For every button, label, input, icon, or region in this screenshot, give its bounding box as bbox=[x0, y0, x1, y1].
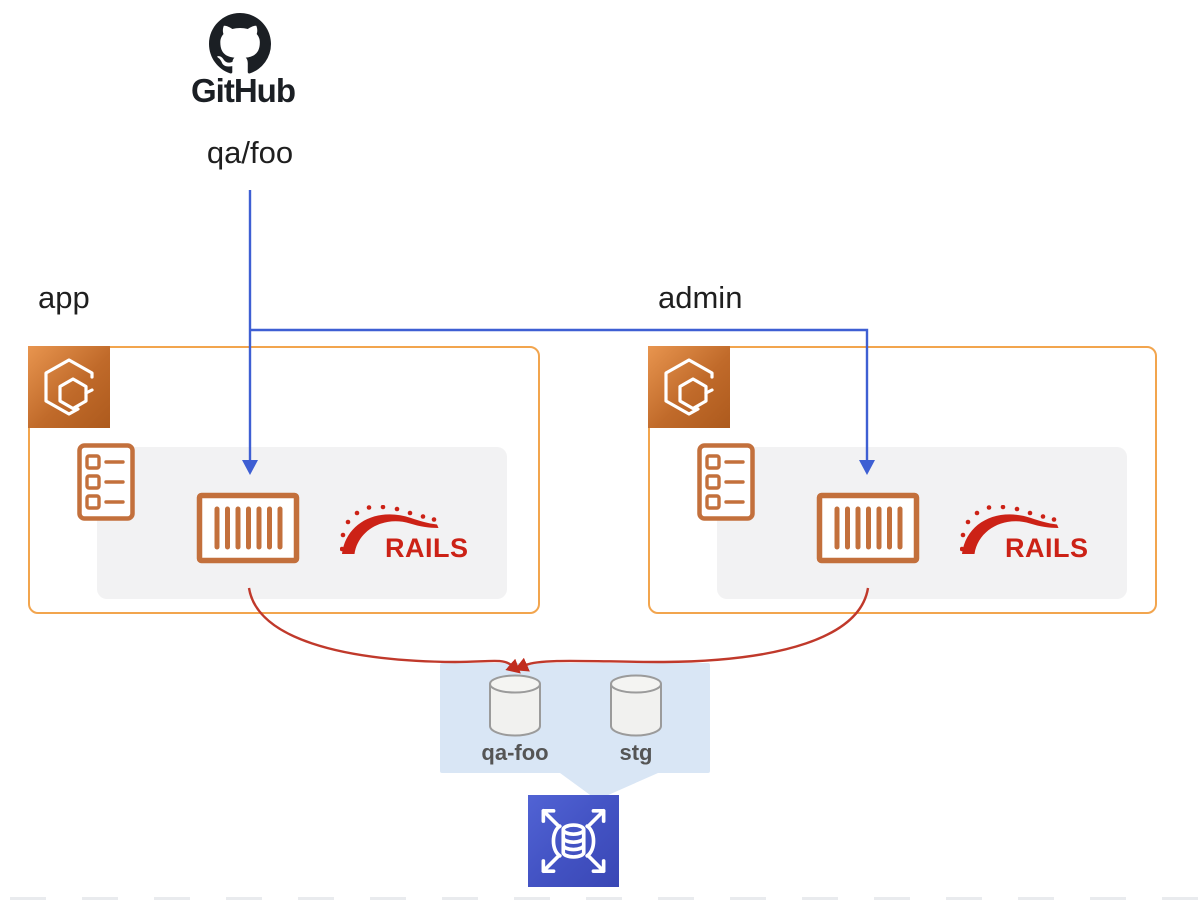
github-octocat-icon bbox=[209, 13, 271, 74]
ecs-service-icon bbox=[28, 346, 110, 428]
rails-wordmark: RAILS bbox=[1005, 533, 1089, 563]
task-definition-icon bbox=[697, 443, 755, 521]
task-definition-icon bbox=[77, 443, 135, 521]
cluster-label-app: app bbox=[38, 280, 90, 315]
db-callout bbox=[440, 663, 710, 773]
container-icon bbox=[196, 492, 300, 564]
bottom-dashes bbox=[10, 897, 1200, 900]
database-cylinder-icon bbox=[489, 674, 541, 737]
github-wordmark: GitHub bbox=[191, 72, 296, 109]
rds-proxy-icon bbox=[528, 795, 619, 887]
rails-logo: RAILS bbox=[960, 505, 1089, 563]
container-icon bbox=[816, 492, 920, 564]
ecs-service-icon bbox=[648, 346, 730, 428]
database-cylinder-icon bbox=[610, 674, 662, 737]
service-panel bbox=[97, 447, 507, 599]
rails-logo: RAILS bbox=[340, 505, 469, 563]
cluster-label-admin: admin bbox=[658, 280, 743, 315]
cluster-box-app: RAILS bbox=[28, 346, 540, 614]
branch-label: qa/foo bbox=[206, 135, 294, 170]
cluster-box-admin: RAILS bbox=[648, 346, 1157, 614]
rails-wordmark: RAILS bbox=[385, 533, 469, 563]
db-label-stg: stg bbox=[619, 740, 653, 765]
service-panel bbox=[717, 447, 1127, 599]
db-label-qa-foo: qa-foo bbox=[481, 740, 549, 765]
